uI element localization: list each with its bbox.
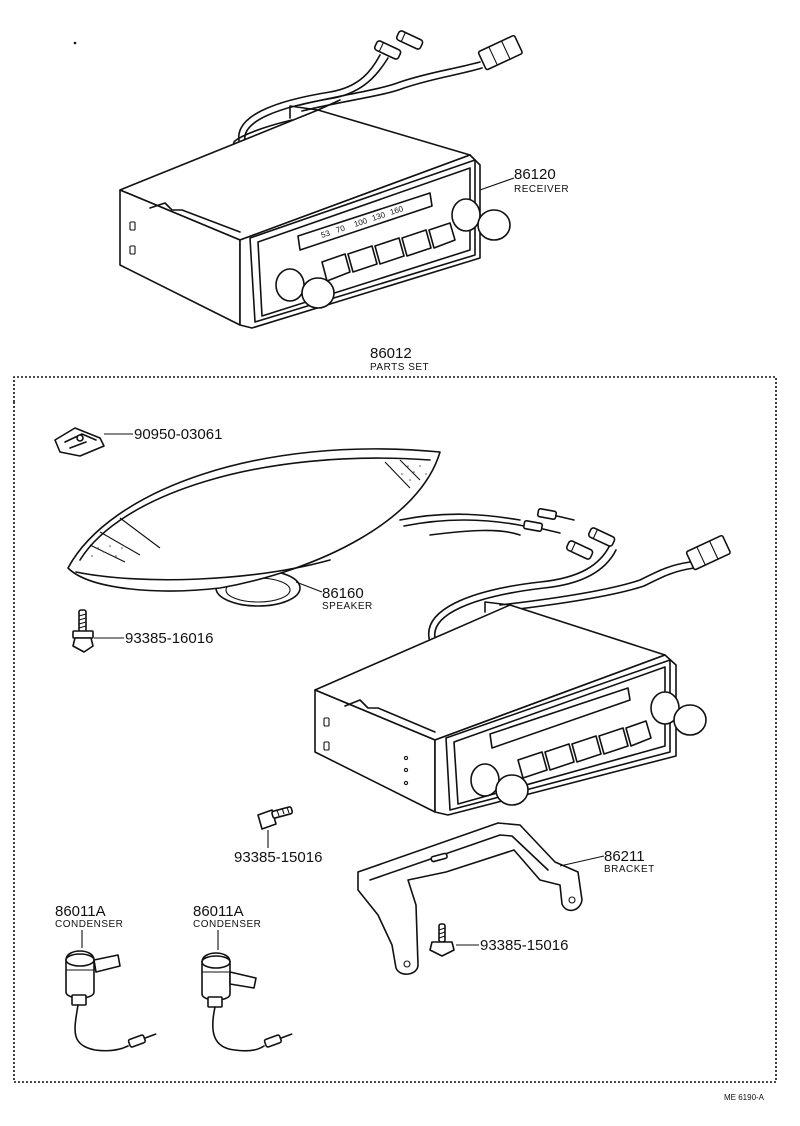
part-number-86011A-right: 86011A [193,903,244,920]
stray-mark [73,41,77,45]
part-name-receiver: RECEIVER [514,184,569,195]
part-number-86160: 86160 [322,585,364,602]
part-name-speaker: SPEAKER [322,601,373,612]
drawing-code: ME 6190-A [724,1093,765,1102]
screw-left-illustration [72,609,94,653]
dial-scale-label: 130 [371,210,387,223]
leader-line [479,177,515,191]
part-name-condenser-right: CONDENSER [193,919,261,930]
dial-scale-label: 53 [320,228,332,239]
dial-scale-label: 160 [389,204,405,217]
part-number-90950-03061: 90950-03061 [134,426,222,443]
condenser-left-illustration [65,950,157,1052]
speaker-illustration [67,448,575,607]
part-number-86211: 86211 [604,848,645,865]
part-number-93385-15016: 93385-15016 [234,849,322,866]
leader-line [295,581,323,593]
screw-mid-illustration [257,806,294,830]
part-number-93385-16016: 93385-16016 [125,630,213,647]
part-number-86120: 86120 [514,166,556,183]
dial-scale-label: 100 [353,216,369,229]
dial-scale-label: 70 [335,223,347,234]
part-name-condenser-left: CONDENSER [55,919,123,930]
part-name-parts-set: PARTS SET [370,362,429,373]
part-number-86012: 86012 [370,345,412,362]
part-number-93385-15016-bracket: 93385-15016 [480,937,568,954]
receiver-set-illustration [314,527,731,816]
clip-illustration [54,427,105,457]
bracket-illustration [357,822,583,975]
leader-line [559,855,605,867]
condenser-right-illustration [201,952,293,1052]
screw-bracket-illustration [429,923,455,957]
part-number-86011A-left: 86011A [55,903,106,920]
receiver-top-illustration: 53 70 100 130 160 [119,30,523,329]
part-name-bracket: BRACKET [604,864,655,875]
parts-set-border-top [13,376,777,402]
parts-set-border-sides [13,402,777,1082]
